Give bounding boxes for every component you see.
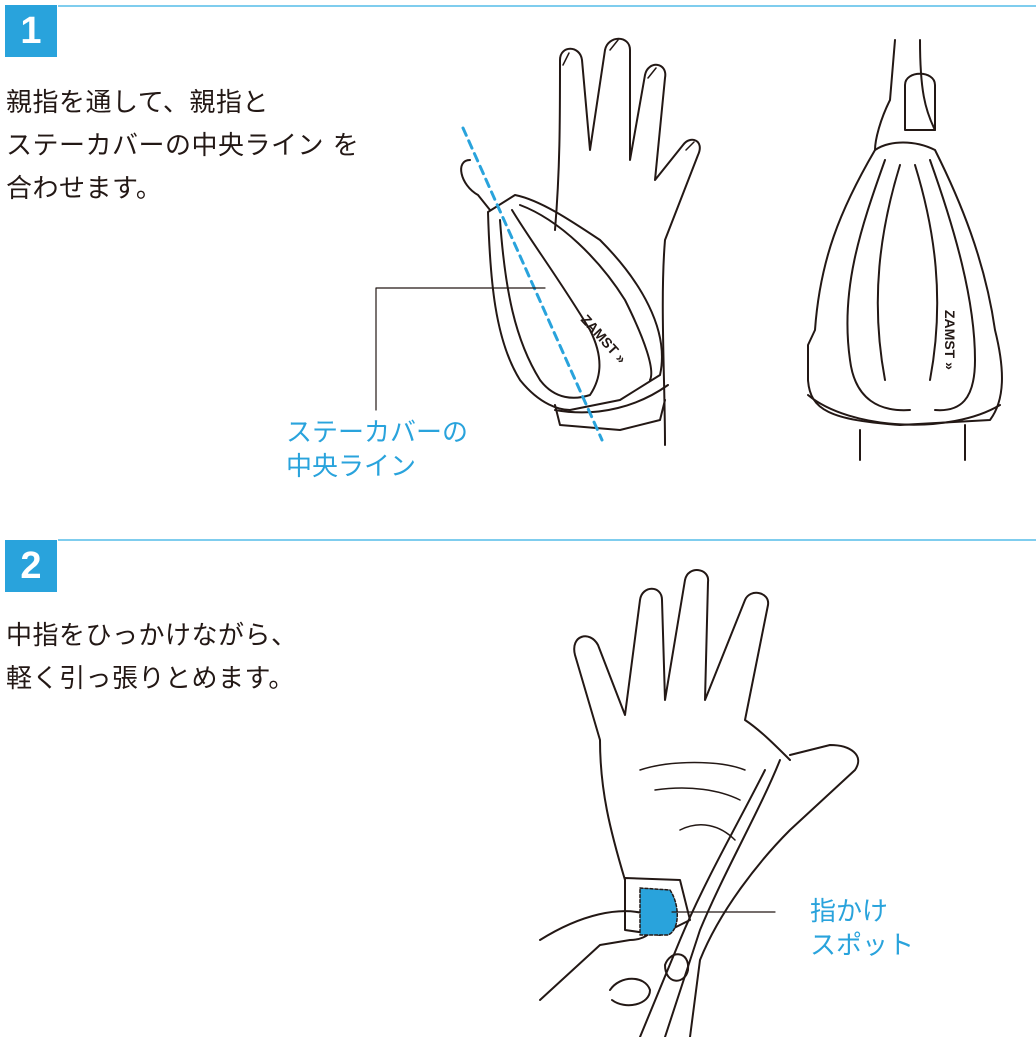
step-1-line-3: 合わせます。 xyxy=(6,174,163,204)
hand-back-illustration xyxy=(460,37,701,446)
center-line-leader xyxy=(375,287,546,411)
step-1-line-1: 親指を通して、親指と xyxy=(6,88,269,118)
center-line-callout-line-1: ステーカバーの xyxy=(286,418,469,448)
zamst-logo-side: ZAMST » xyxy=(942,310,958,370)
step-1-badge: 1 xyxy=(5,5,57,57)
section-2-rule xyxy=(58,539,1036,541)
step-1-line-2: ステーカバーの中央ライン を xyxy=(6,131,360,161)
step-2-line-1: 中指をひっかけながら、 xyxy=(6,621,298,651)
stay-cover-side-illustration xyxy=(807,39,1003,461)
stay-cover-front xyxy=(487,194,669,431)
strap-illustration xyxy=(539,744,860,1037)
zamst-logo-front: ZAMST » xyxy=(578,311,630,366)
finger-spot-highlight xyxy=(639,887,678,936)
finger-spot-callout-line-1: 指かけ xyxy=(810,897,889,927)
center-line-callout: ステーカバーの 中央ライン xyxy=(286,416,468,484)
step-2-badge: 2 xyxy=(5,540,57,592)
step-2-line-2: 軽く引っ張りとめます。 xyxy=(6,664,295,694)
finger-spot-callout: 指かけ スポット xyxy=(810,895,914,963)
section-1-rule xyxy=(58,5,1036,7)
center-line-dashed xyxy=(461,126,604,442)
center-line-callout-line-2: 中央ライン xyxy=(286,452,417,482)
finger-spot-callout-line-2: スポット xyxy=(810,931,915,961)
hand-palm-illustration xyxy=(573,569,791,881)
step-2-instructions: 中指をひっかけながら、 軽く引っ張りとめます。 xyxy=(6,615,298,701)
step-1-instructions: 親指を通して、親指と ステーカバーの中央ライン を 合わせます。 xyxy=(6,82,359,211)
